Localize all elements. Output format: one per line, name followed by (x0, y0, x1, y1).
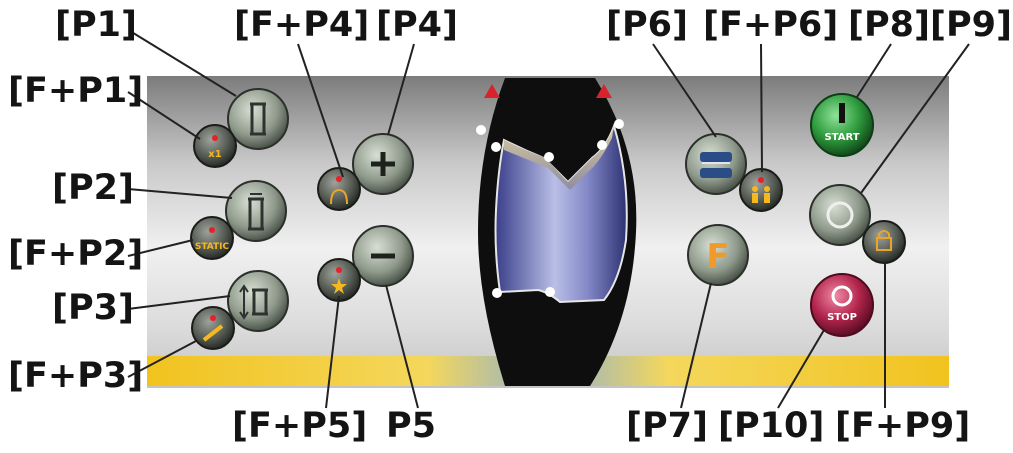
label-f-p2: [F+P2] (8, 234, 144, 274)
label-p7: [P7] (626, 406, 708, 446)
label-p6: [P6] (606, 5, 688, 45)
button-f-p2[interactable]: STATIC (190, 216, 234, 260)
x1-label: x1 (208, 149, 221, 160)
wrench-icon (202, 324, 224, 342)
label-f-p9: [F+P9] (835, 406, 971, 446)
button-f-p3[interactable] (191, 306, 235, 350)
button-p7-f[interactable]: F (687, 224, 749, 286)
button-p6[interactable] (685, 133, 747, 195)
button-f-p9[interactable] (862, 220, 906, 264)
label-f-p4: [F+P4] (234, 5, 370, 45)
label-p1: [P1] (55, 5, 137, 45)
button-p10-stop[interactable]: STOP (810, 273, 874, 337)
label-p9: [P9] (930, 5, 1012, 45)
rim-outline-icon (330, 188, 348, 205)
static-label: STATIC (195, 242, 230, 252)
button-f-p6[interactable] (739, 168, 783, 212)
star-icon (331, 278, 347, 294)
button-f-p4[interactable] (317, 167, 361, 211)
f-label: F (706, 237, 729, 277)
people-icon (752, 186, 770, 203)
leader-lines (127, 30, 970, 409)
button-f-p5[interactable] (317, 258, 361, 302)
label-p8: [P8] (848, 5, 930, 45)
wheel-cutaway-icon (476, 78, 637, 386)
button-f-p1[interactable]: x1 (193, 124, 237, 168)
button-p9[interactable] (809, 184, 871, 246)
label-f-p1: [F+P1] (8, 71, 144, 111)
start-label: START (824, 132, 859, 143)
label-f-p5: [F+P5] (232, 406, 368, 446)
label-p3: [P3] (52, 288, 134, 328)
button-p3[interactable] (227, 270, 289, 332)
label-p2: [P2] (52, 168, 134, 208)
lock-icon (876, 230, 892, 251)
label-f-p6: [F+P6] (703, 5, 839, 45)
button-p5-minus[interactable] (352, 225, 414, 287)
button-p8-start[interactable]: START (810, 93, 874, 157)
button-p2[interactable] (225, 180, 287, 242)
label-p4: [P4] (376, 5, 458, 45)
label-p5: P5 (386, 406, 437, 446)
button-p1[interactable] (227, 88, 289, 150)
label-p10: [P10] (718, 406, 825, 446)
label-f-p3: [F+P3] (8, 356, 144, 396)
button-p4-plus[interactable] (352, 133, 414, 195)
stop-label: STOP (827, 312, 857, 323)
